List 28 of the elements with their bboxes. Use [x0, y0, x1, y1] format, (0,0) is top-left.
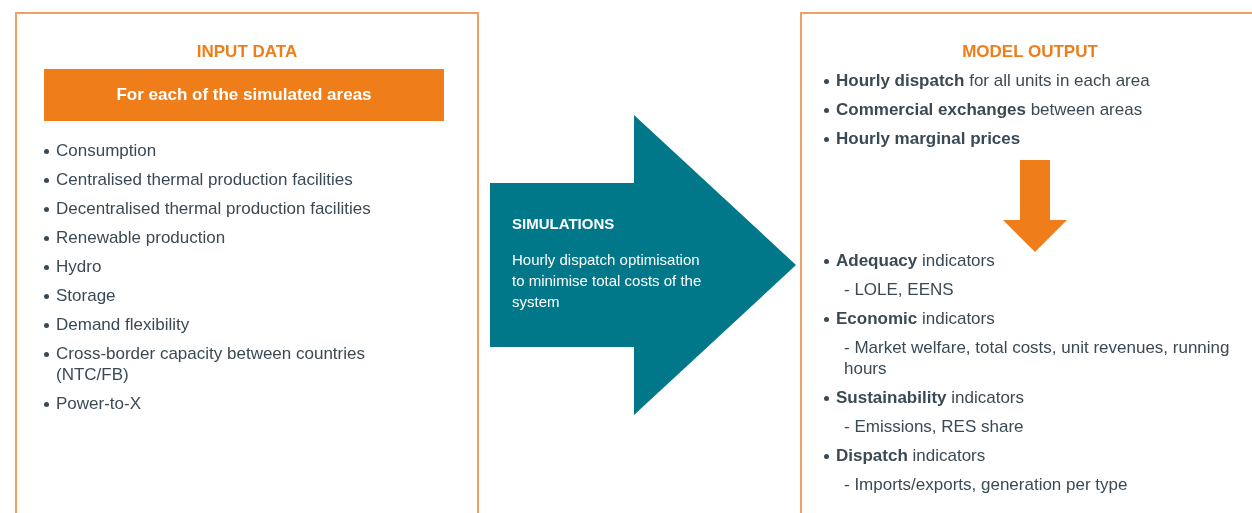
list-item: Cross-border capacity between countries (NTC/FB) — [56, 344, 365, 384]
panel-heading: INPUT DATA — [195, 42, 299, 62]
list-item: Hourly marginal prices — [836, 129, 1021, 148]
list-item: Demand flexibility — [56, 315, 190, 334]
list-item: Hourly dispatch for all units in each area — [836, 71, 1150, 90]
arrow-heading: SIMULATIONS — [512, 214, 616, 234]
panel — [800, 12, 1252, 513]
list-item: Renewable production — [56, 228, 226, 247]
list-item: Commercial exchanges between areas — [836, 100, 1143, 119]
list-item: Dispatch indicators — [836, 446, 986, 465]
panel — [15, 12, 479, 513]
arrow — [1003, 160, 1067, 252]
list-item: Adequacy indicators — [836, 251, 995, 270]
list-item: Hydro — [56, 257, 102, 276]
sub-list-item: - LOLE, EENS — [844, 280, 954, 299]
sub-list-item: - Emissions, RES share — [844, 417, 1024, 436]
list-item: Decentralised thermal production facilities — [56, 199, 371, 218]
list-item: Power-to-X — [56, 394, 142, 413]
list-item: Sustainability indicators — [836, 388, 1024, 407]
panel-heading: MODEL OUTPUT — [961, 42, 1099, 62]
banner: For each of the simulated areas — [44, 69, 444, 121]
sub-list-item: - Market welfare, total costs, unit revenues, running hours — [844, 338, 1230, 378]
list-item: Economic indicators — [836, 309, 995, 328]
list-item: Storage — [56, 286, 116, 305]
arrow-text: Hourly dispatch optimisation to minimise total costs of the system — [512, 250, 702, 312]
list-item: Centralised thermal production facilities — [56, 170, 353, 189]
sub-list-item: - Imports/exports, generation per type — [844, 475, 1128, 494]
list-item: Consumption — [56, 141, 157, 160]
